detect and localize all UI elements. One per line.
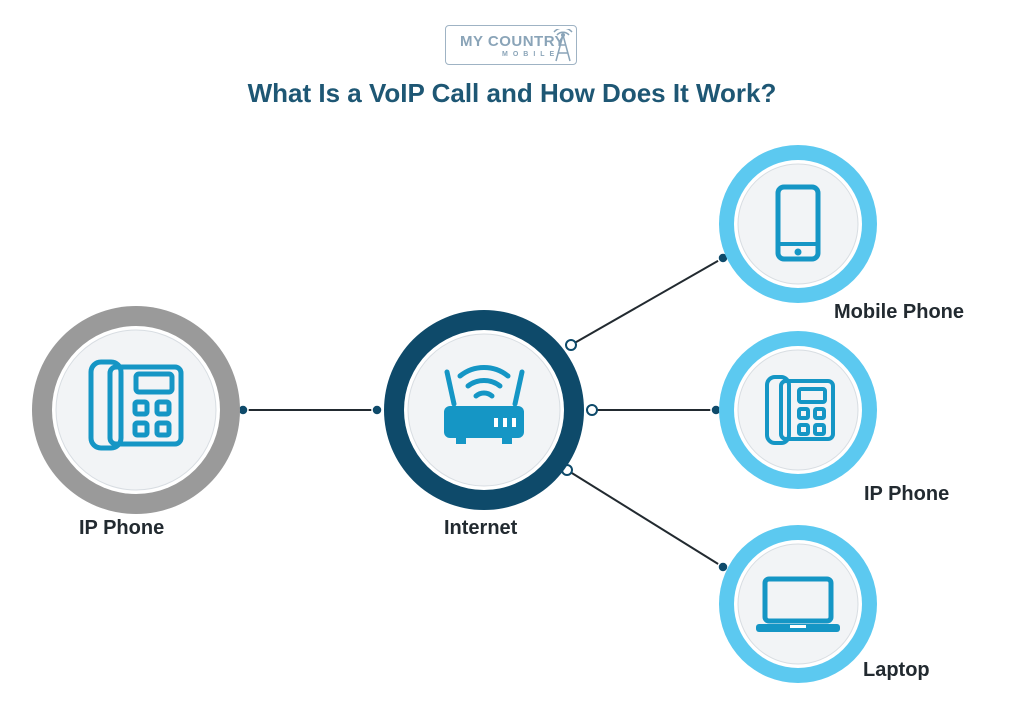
connector-source-hub (237, 404, 383, 416)
desk-phone-icon (88, 359, 184, 451)
connector-hub-laptop (561, 464, 729, 573)
label-mobile-phone: Mobile Phone (834, 301, 964, 323)
page-title: What Is a VoIP Call and How Does It Work… (247, 78, 777, 108)
logo-text-line2: MOBILE (502, 51, 560, 58)
mobile-phone-icon (775, 184, 821, 262)
router-icon (444, 365, 525, 444)
laptop-icon (756, 576, 840, 632)
node-laptop (719, 525, 877, 683)
logo-text-line1: MY COUNTRY (460, 33, 566, 50)
label-internet: Internet (444, 517, 518, 539)
tower-icon (553, 29, 573, 62)
label-source-ip-phone: IP Phone (79, 517, 165, 539)
node-ip-phone-right (719, 331, 877, 489)
connector-hub-mobile (565, 252, 729, 351)
node-internet-hub (384, 310, 584, 510)
connector-hub-ipphone (586, 404, 722, 416)
brand-logo: MY COUNTRY MOBILE (445, 25, 577, 65)
node-source-ip-phone (32, 306, 240, 514)
label-ip-phone-right: IP Phone (864, 483, 950, 505)
label-laptop: Laptop (863, 659, 930, 681)
node-mobile-phone (719, 145, 877, 303)
desk-phone-icon (765, 375, 835, 445)
